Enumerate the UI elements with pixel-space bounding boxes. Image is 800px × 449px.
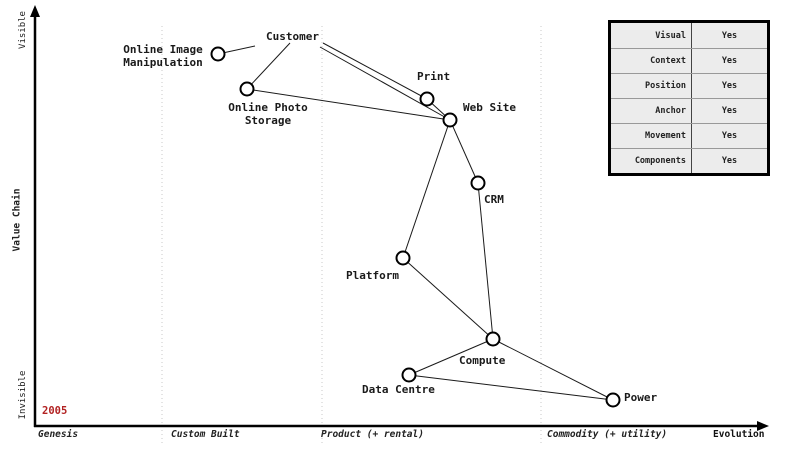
y-axis-title: Value Chain [11,188,23,252]
legend-table: Visual Yes Context Yes Position Yes Anch… [608,20,770,176]
edge-compute-power [492,338,614,401]
print-label: Print [417,70,451,83]
customer-label: Customer [266,30,319,43]
edge-customer-print [322,42,428,100]
y-axis-invisible-label: Invisible [18,370,28,420]
edge-website-platform [402,119,451,259]
x-axis-arrow [757,421,769,431]
legend-label: Context [611,49,692,73]
node-web-site [442,112,458,128]
edge-ops-customer [246,42,291,90]
legend-label: Components [611,149,692,173]
web-site-label: Web Site [463,101,516,114]
y-axis-visible-label: Visible [18,11,28,49]
stage-label-product: Product (+ rental) [321,429,424,440]
y-axis-arrow [30,5,40,17]
stage-label-commodity: Commodity (+ utility) [547,429,668,440]
edge-website-crm [449,119,479,184]
legend-value: Yes [721,56,738,66]
node-online-photo-storage [239,81,255,97]
legend-label: Position [611,74,692,98]
node-power [605,392,621,408]
edge-datacentre-power [408,374,614,401]
node-platform [395,250,411,266]
edge-platform-compute [402,257,494,340]
platform-label: Platform [346,269,399,282]
legend-row-movement: Movement Yes [611,123,767,148]
online-photo-storage-label: Online Photo Storage [228,101,308,127]
edge-customer-website [319,46,451,121]
x-axis-title: Evolution [713,429,765,440]
crm-label: CRM [484,193,504,206]
legend-row-position: Position Yes [611,73,767,98]
stage-label-custom-built: Custom Built [171,429,240,440]
legend-value: Yes [721,131,738,141]
edge-ops-website [246,88,451,121]
node-print [419,91,435,107]
legend-label: Visual [611,23,692,48]
year-label: 2005 [42,405,68,417]
online-image-manipulation-label: Online Image Manipulation [123,43,203,69]
legend-label: Anchor [611,99,692,123]
legend-row-context: Context Yes [611,48,767,73]
legend-row-visual: Visual Yes [611,23,767,48]
node-compute [485,331,501,347]
node-data-centre [401,367,417,383]
compute-label: Compute [459,354,506,367]
legend-value: Yes [721,81,738,91]
legend-value: Yes [721,156,738,166]
edge-crm-compute [477,182,494,340]
node-crm [470,175,486,191]
legend-value: Yes [721,30,738,41]
edge-compute-datacentre [408,338,494,376]
legend-row-anchor: Anchor Yes [611,98,767,123]
power-label: Power [624,391,658,404]
node-online-image-manipulation [210,46,226,62]
legend-value: Yes [721,106,738,116]
legend-row-components: Components Yes [611,148,767,173]
data-centre-label: Data Centre [362,383,435,396]
legend-label: Movement [611,124,692,148]
stage-label-genesis: Genesis [38,429,79,440]
